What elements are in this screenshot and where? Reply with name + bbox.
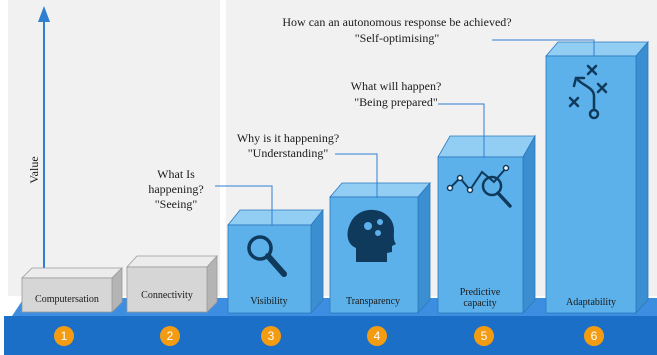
callout-quote: "Being prepared" <box>354 95 438 109</box>
stage-computerisation: Computersation 1 <box>21 267 123 346</box>
stage-transparency: Transparency 4 <box>329 181 431 346</box>
stage-number: 1 <box>61 329 68 343</box>
stage-visibility: Visibility 3 <box>227 208 324 346</box>
stage-label: Connectivity <box>141 290 193 301</box>
y-axis-arrow-icon <box>38 6 50 22</box>
callout-line: What Is <box>157 167 195 181</box>
stage-label: Visibility <box>250 296 287 307</box>
stage-badge <box>474 326 494 346</box>
magnifier-icon <box>247 235 287 277</box>
analytics-magnifier-icon <box>446 164 512 208</box>
stage-adaptability: Adaptability 6 <box>545 40 649 346</box>
stage-badge <box>584 326 604 346</box>
callout-line: What will happen? <box>351 79 442 93</box>
stage-label: Computersation <box>35 294 99 305</box>
stage-number: 6 <box>591 329 598 343</box>
callout-understanding: Why is it happening? "Understanding" <box>237 131 339 160</box>
stage-number: 5 <box>481 329 488 343</box>
callout-quote: "Self-optimising" <box>355 31 440 45</box>
callout-line: happening? <box>148 182 203 196</box>
connector-stage-3 <box>215 185 273 226</box>
stage-number: 3 <box>268 329 275 343</box>
stage-badge <box>367 326 387 346</box>
callout-quote: "Understanding" <box>248 146 329 160</box>
callout-line: Why is it happening? <box>237 131 339 145</box>
connector-stage-4 <box>335 153 378 198</box>
stage-number: 4 <box>374 329 381 343</box>
callout-self-optimising: How can an autonomous response be achiev… <box>282 15 511 45</box>
stage-connectivity: Connectivity 2 <box>126 254 218 346</box>
stage-number: 2 <box>167 329 174 343</box>
stage-label: capacity <box>463 298 496 309</box>
y-axis-label: Value <box>27 156 41 183</box>
left-panel <box>8 0 220 296</box>
stage-predictive-capacity: Predictive capacity 5 <box>437 134 536 346</box>
stage-label: Adaptability <box>566 297 616 308</box>
y-axis: Value <box>27 6 50 292</box>
stage-label: Predictive <box>460 287 501 298</box>
strategy-play-icon <box>568 64 608 120</box>
stage-badge <box>261 326 281 346</box>
callout-line: How can an autonomous response be achiev… <box>282 15 511 29</box>
stage-badge <box>160 326 180 346</box>
callout-seeing: What Is happening? "Seeing" <box>148 167 203 211</box>
connector-stage-5 <box>438 103 485 158</box>
connector-stage-6 <box>492 39 595 56</box>
stage-label: Transparency <box>346 296 400 307</box>
callout-connectors <box>215 39 595 226</box>
callout-being-prepared: What will happen? "Being prepared" <box>351 79 442 109</box>
callout-quote: "Seeing" <box>155 197 198 211</box>
stage-badge <box>54 326 74 346</box>
brain-head-icon <box>347 209 396 262</box>
